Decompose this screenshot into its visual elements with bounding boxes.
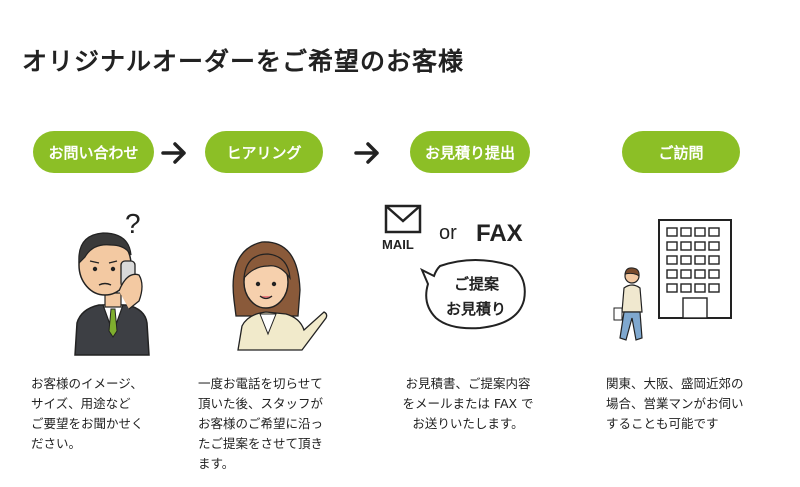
step-estimate-label: お見積り提出	[424, 143, 515, 162]
question-mark: ?	[125, 208, 141, 239]
or-label: or	[439, 222, 457, 244]
step-hearing-description: 一度お電話を切らせて 頂いた後、スタッフが お客様のご希望に沿っ たご提案をさせ…	[198, 376, 324, 471]
mail-label: MAIL	[382, 237, 414, 252]
envelope-icon	[384, 204, 422, 234]
step-visit-pill: ご訪問	[622, 131, 740, 173]
fax-label: FAX	[476, 220, 523, 247]
step-inquiry-description: お客様のイメージ、 サイズ、用途など ご要望をお聞かせく ださい。	[31, 376, 144, 451]
step-inquiry-label: お問い合わせ	[48, 143, 139, 162]
step-visit-label: ご訪問	[658, 143, 704, 162]
step-estimate-pill: お見積り提出	[410, 131, 530, 173]
step-hearing-pill: ヒアリング	[205, 131, 323, 173]
step-estimate-description: お見積書、ご提案内容 をメールまたは FAX で お送りいたします。	[402, 376, 534, 431]
salesperson-walking-illustration	[613, 267, 643, 341]
bubble-line2: お見積り	[446, 300, 507, 318]
arrow-right-icon	[354, 142, 379, 164]
step-visit-description: 関東、大阪、盛岡近郊の 場合、営業マンがお伺い することも可能です	[606, 376, 744, 431]
step-hearing-label: ヒアリング	[226, 143, 302, 162]
bubble-line1: ご提案	[454, 275, 500, 293]
page-title: オリジナルオーダーをご希望のお客様	[22, 47, 465, 76]
building-icon	[658, 219, 732, 319]
speech-bubble	[420, 259, 526, 330]
arrow-right-icon	[161, 142, 186, 164]
step-inquiry-pill: お問い合わせ	[33, 131, 154, 173]
businessman-on-phone-illustration: ?	[74, 208, 150, 356]
staff-woman-illustration	[232, 241, 328, 351]
